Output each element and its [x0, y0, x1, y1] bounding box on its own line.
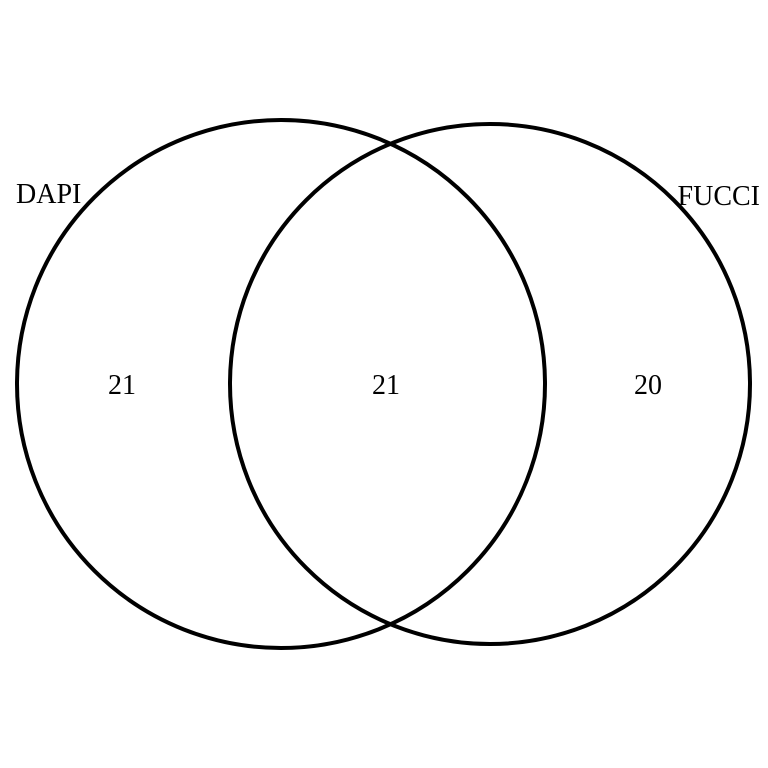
set-circle-fucci [228, 122, 752, 646]
set-circle-dapi [15, 118, 547, 650]
region-count-dapi-only: 21 [108, 370, 136, 401]
set-label-dapi: DAPI [16, 179, 81, 210]
region-count-fucci-only: 20 [634, 370, 662, 401]
region-count-intersection: 21 [372, 370, 400, 401]
set-label-fucci: FUCCI [678, 181, 760, 212]
